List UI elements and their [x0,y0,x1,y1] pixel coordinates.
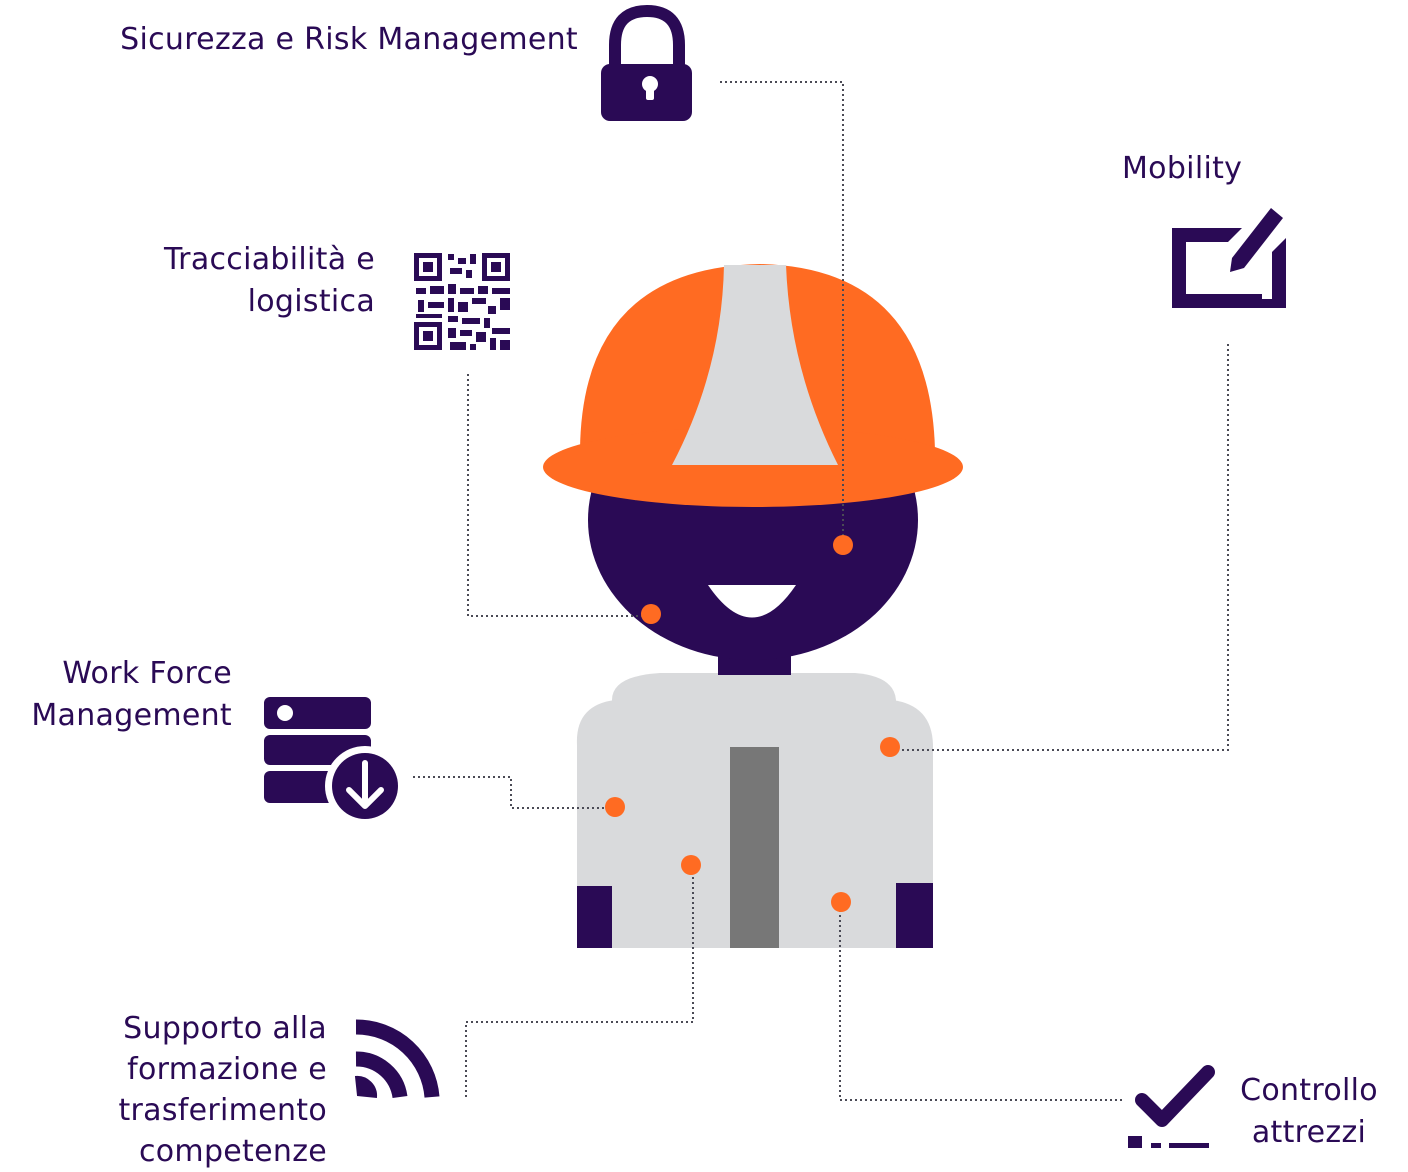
right-arm [892,700,933,883]
label-controllo-line1: Controllo [1240,1073,1378,1108]
label-supporto-line1: Supporto alla [123,1011,327,1046]
label-controllo: Controllo attrezzi [1228,1070,1390,1154]
helmet-brim [543,427,963,507]
connection-dots [605,535,900,912]
label-workforce-line2: Management [31,698,232,733]
left-arm [576,700,620,886]
label-controllo-line2: attrezzi [1251,1115,1367,1150]
dot-supporto [681,855,701,875]
label-workforce-line1: Work Force [62,656,232,691]
label-mobility-text: Mobility [1122,151,1243,186]
connector-supporto [465,866,694,1097]
label-supporto-line4: competenze [138,1134,327,1169]
connector-mobility [892,344,1229,751]
checklist-icon [1128,1065,1215,1148]
feed-icon [354,1019,440,1099]
worker-figure [543,264,963,948]
left-arm-cuff [577,886,614,948]
label-sicurezza-text: Sicurezza e Risk Management [120,22,578,57]
dot-workforce [605,797,625,817]
dot-tracciabilita [641,604,661,624]
dot-controllo [831,892,851,912]
smile [708,585,796,618]
connector-tracciabilita [467,374,648,617]
connector-workforce [413,776,613,809]
label-tracciabilita-line1: Tracciabilità e [163,242,375,277]
right-arm-cuff [894,883,933,948]
label-supporto-line3: trasferimento [118,1093,327,1128]
connector-controllo [839,903,1122,1101]
connectors [413,81,1229,1101]
qr-code-icon [414,253,510,350]
dot-mobility [880,737,900,757]
label-workforce: Work Force Management [10,653,232,737]
label-supporto-line2: formazione e [127,1052,327,1087]
label-tracciabilita: Tracciabilità e logistica [100,239,375,323]
connector-sicurezza [720,81,844,543]
label-tracciabilita-line2: logistica [247,284,375,319]
server-download-icon [264,697,405,826]
label-mobility: Mobility [1122,148,1242,190]
torso-stripe [730,747,779,948]
tablet-pen-icon [1172,208,1286,308]
label-sicurezza: Sicurezza e Risk Management [100,19,578,61]
lock-icon [601,4,692,121]
helmet-stripe [672,265,838,465]
label-supporto: Supporto alla formazione e trasferimento… [60,1008,327,1172]
dot-sicurezza [833,535,853,555]
